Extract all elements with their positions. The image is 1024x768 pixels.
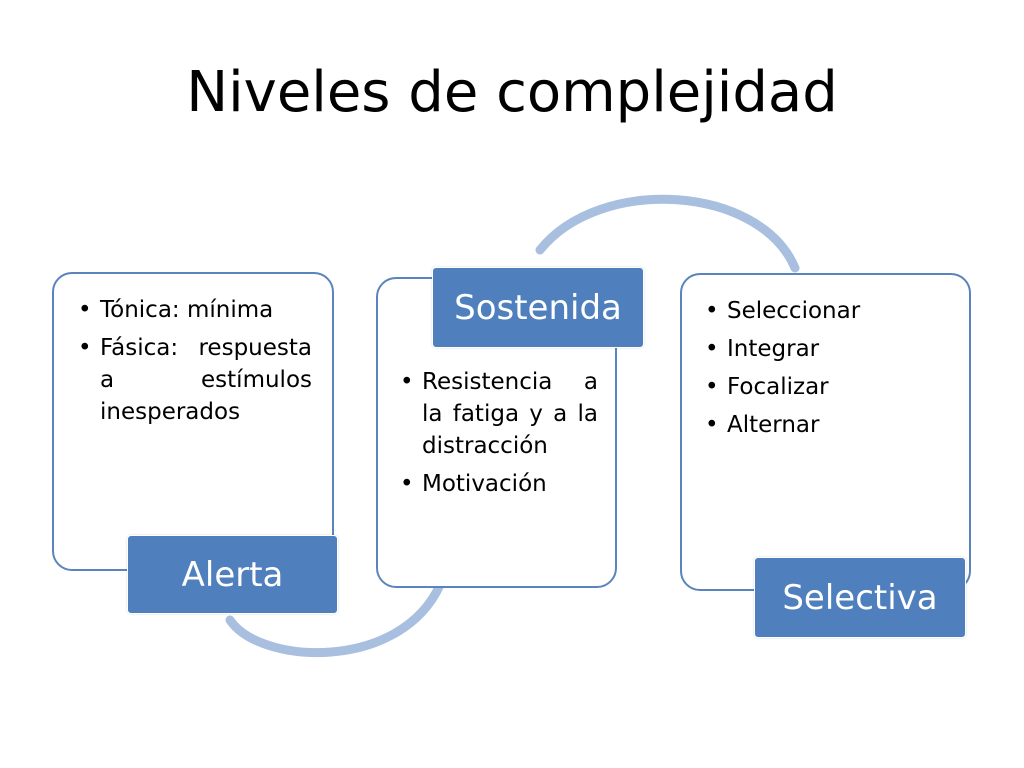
alerta-item: Tónica: mínima — [78, 294, 312, 326]
alerta-item: Fásica: respuesta a estímulos inesperado… — [78, 332, 312, 428]
selectiva-item: Integrar — [705, 333, 945, 365]
selectiva-item: Focalizar — [705, 371, 945, 403]
selectiva-label: Selectiva — [754, 557, 966, 638]
sostenida-item: Motivación — [400, 468, 598, 500]
selectiva-item: Alternar — [705, 409, 945, 441]
sostenida-bullet-list: Resistencia a la fatiga y a la distracci… — [400, 366, 598, 506]
connector-arc-top — [535, 194, 800, 273]
alerta-bullet-list: Tónica: mínima Fásica: respuesta a estím… — [78, 294, 312, 434]
page-title: Niveles de complejidad — [186, 60, 838, 125]
sostenida-label: Sostenida — [432, 267, 644, 348]
alerta-label: Alerta — [127, 535, 338, 614]
selectiva-bullet-list: Seleccionar Integrar Focalizar Alternar — [705, 295, 945, 447]
sostenida-item: Resistencia a la fatiga y a la distracci… — [400, 366, 598, 462]
selectiva-item: Seleccionar — [705, 295, 945, 327]
connector-arc-bottom — [225, 580, 445, 658]
